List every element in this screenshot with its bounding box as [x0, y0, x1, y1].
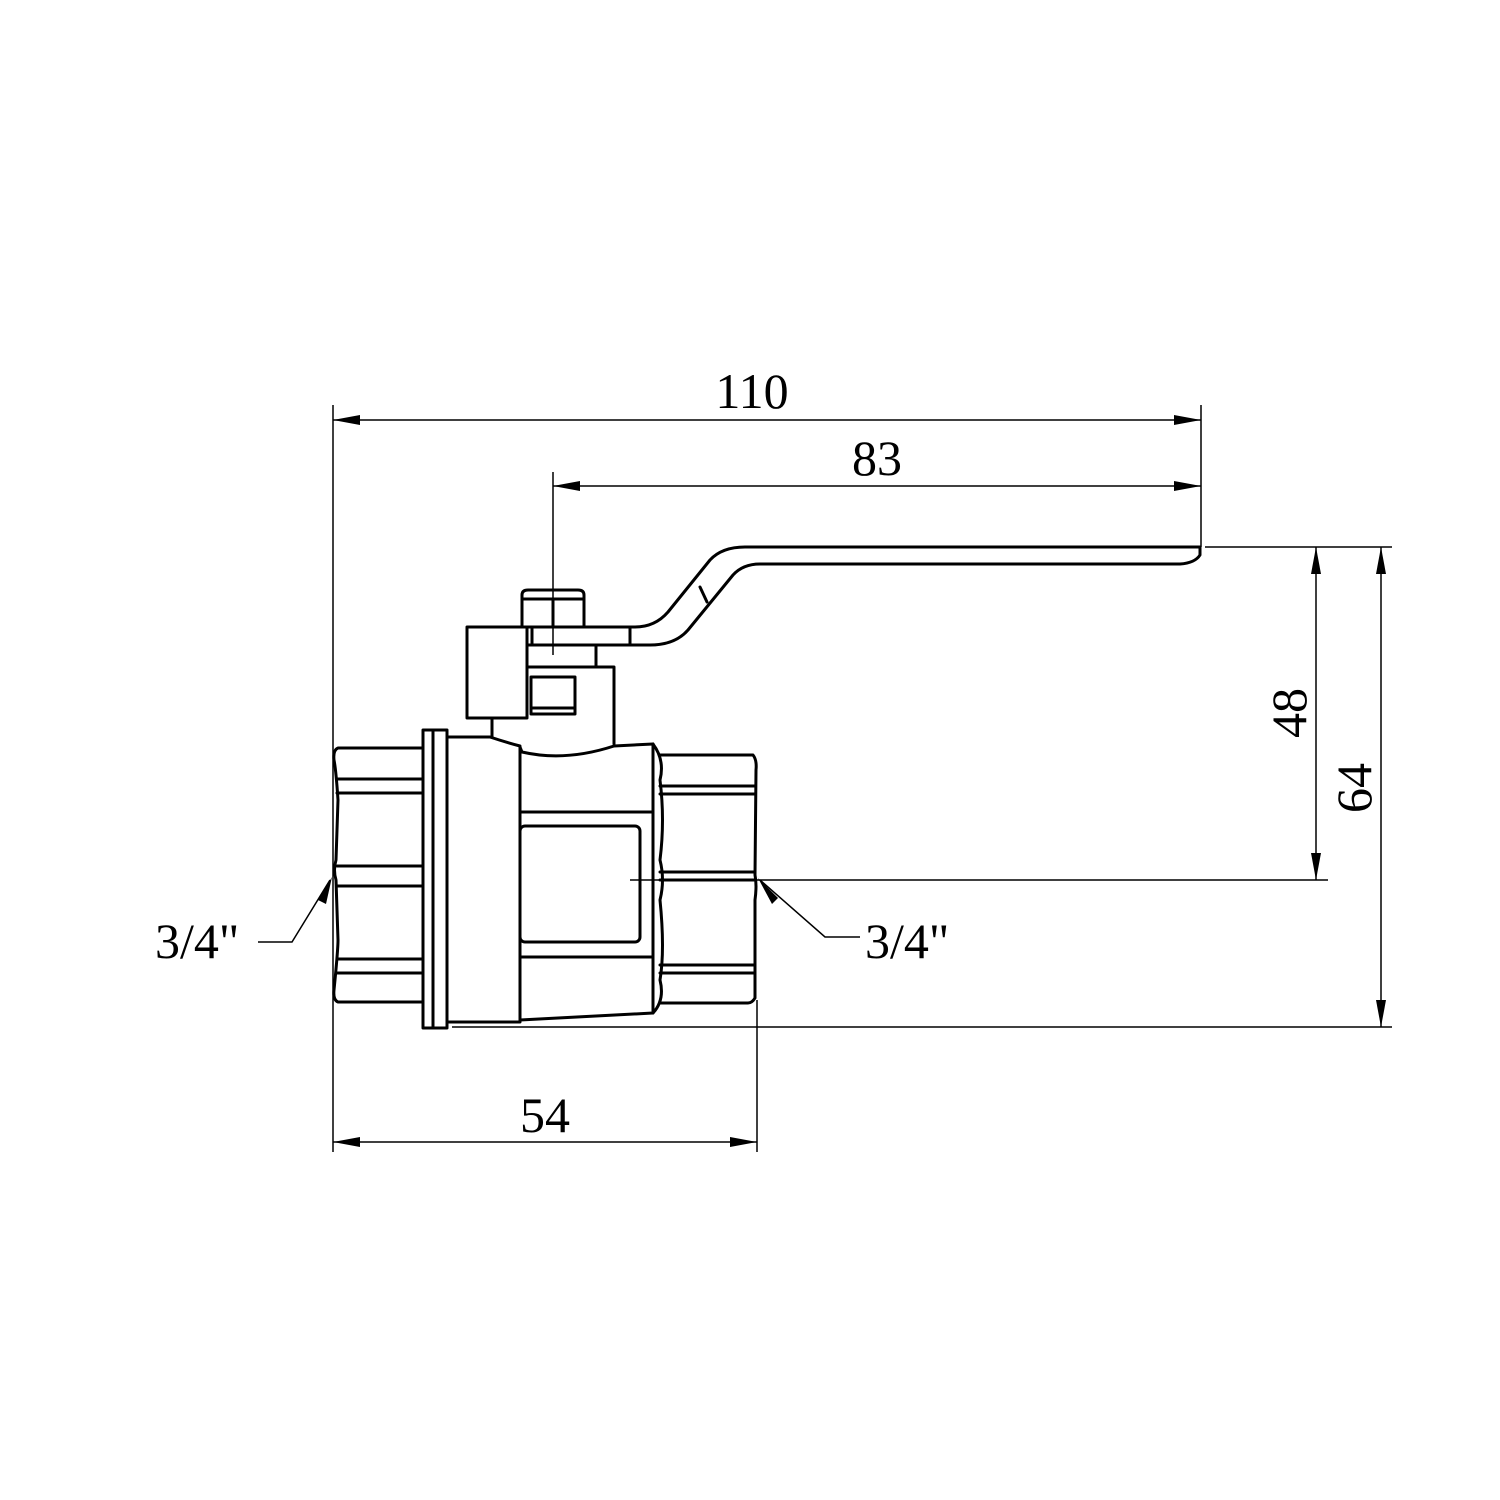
- dimension-48: 48: [1261, 547, 1321, 880]
- thread-leader-right: 3/4": [758, 878, 949, 969]
- dimension-54: 54: [333, 1087, 757, 1147]
- lever-handle: [525, 545, 1202, 647]
- dim-label-110: 110: [715, 363, 788, 419]
- dimension-83: 83: [553, 430, 1201, 491]
- stem-assembly: [465, 625, 616, 746]
- stem-nut: [520, 588, 586, 629]
- thread-label-right: 3/4": [865, 913, 949, 969]
- extension-lines: [332, 405, 1392, 1152]
- dimension-110: 110: [333, 363, 1201, 425]
- thread-label-left: 3/4": [155, 913, 239, 969]
- dim-label-48: 48: [1261, 688, 1317, 738]
- thread-leader-left: 3/4": [155, 877, 332, 969]
- dim-label-64: 64: [1326, 763, 1382, 813]
- flange: [421, 728, 449, 1030]
- dim-label-83: 83: [852, 430, 902, 486]
- dimension-64: 64: [1326, 547, 1386, 1027]
- right-hex-nut: [658, 753, 758, 1005]
- left-hex-nut: [332, 746, 425, 1004]
- dim-label-54: 54: [520, 1087, 570, 1143]
